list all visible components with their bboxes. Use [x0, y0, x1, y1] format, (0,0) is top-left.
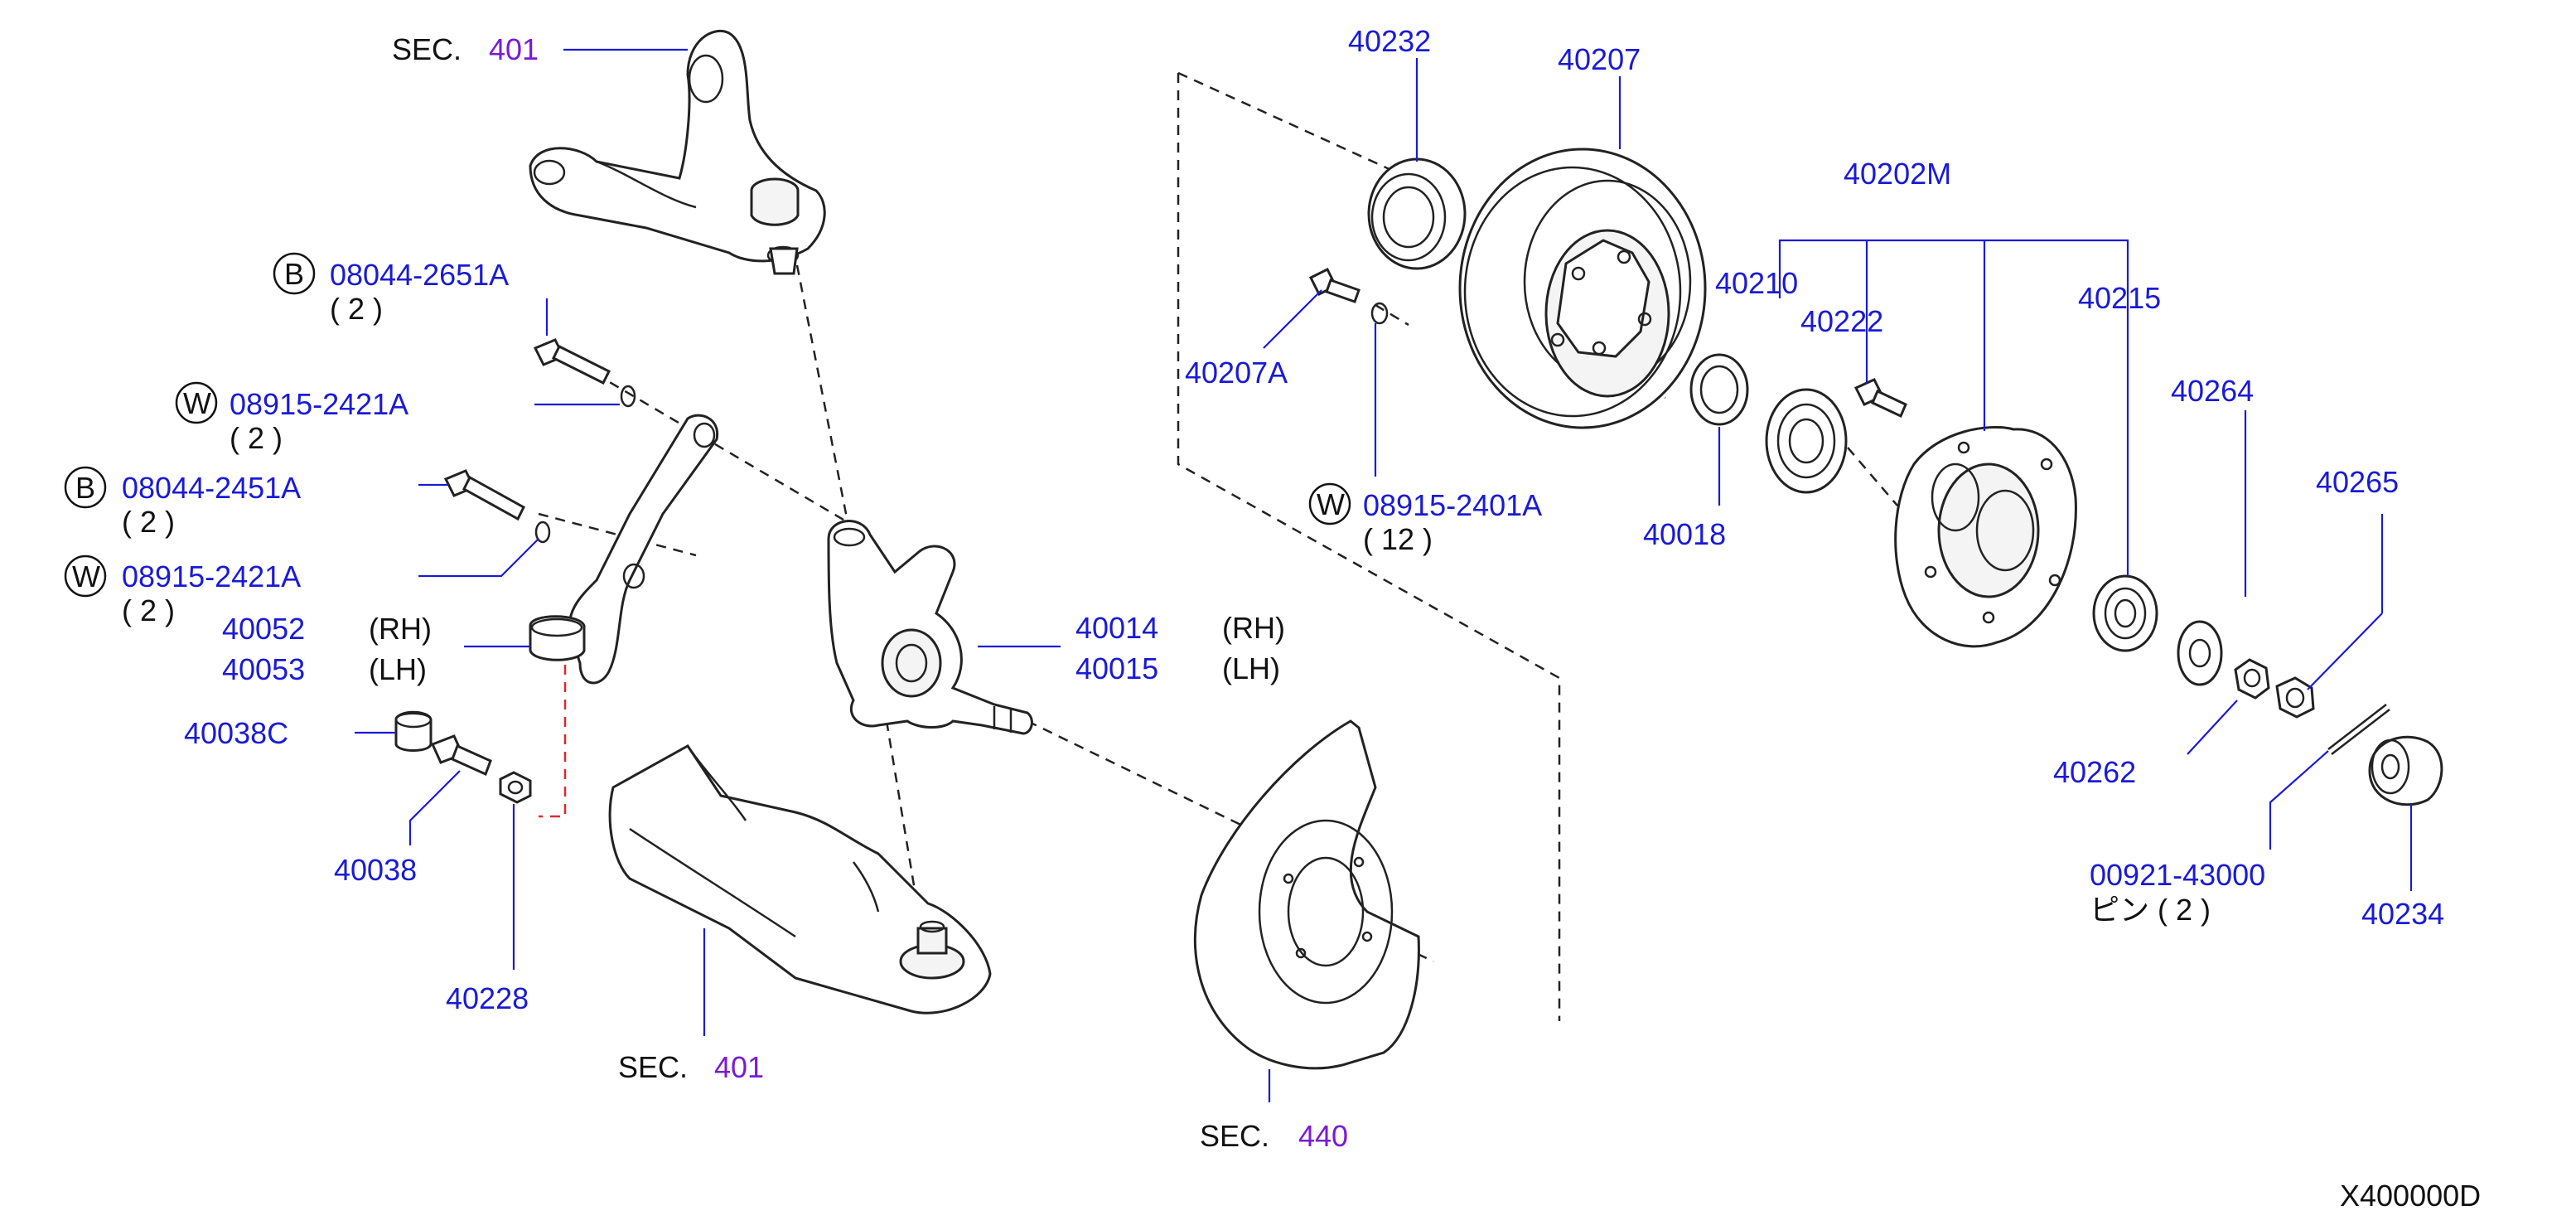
bushing-40038C: [394, 710, 433, 752]
bearing-40215: [2092, 574, 2158, 652]
sec-401-top-prefix: SEC.: [392, 32, 462, 66]
labels: SEC. 401 B 08044-2651A ( 2 ) W 08915-242…: [72, 24, 2481, 1213]
part-08044-2451A[interactable]: 08044-2451A: [122, 471, 301, 505]
side-40052: (RH): [369, 612, 432, 646]
washer-symbol-circle-1: [175, 381, 218, 424]
part-08915-2421A-b[interactable]: 08915-2421A: [122, 559, 301, 593]
steering-arm: [529, 414, 719, 685]
side-40014: (RH): [1222, 611, 1285, 645]
part-40232[interactable]: 40232: [1348, 24, 1431, 58]
wheel-hub: [1894, 426, 2077, 648]
bolt-symbol-circle-2: [64, 466, 107, 509]
disc-rotor: [1458, 148, 1707, 429]
part-40215[interactable]: 40215: [2078, 281, 2161, 315]
bolt-40207A-part: [1308, 267, 1360, 303]
cotter-pin: [2327, 704, 2390, 755]
washer-08915-2421A-part-b: [534, 521, 551, 544]
bolt-symbol-circle-1: [273, 252, 316, 295]
bearing-40018: [1689, 353, 1749, 426]
qty-08915-2421A-a: ( 2 ): [230, 421, 283, 455]
washer-symbol-w: W: [183, 386, 211, 420]
hub-bolt-40222: [1853, 378, 1907, 419]
qty-08915-2401A: ( 12 ): [1363, 522, 1433, 556]
part-40262[interactable]: 40262: [2053, 755, 2136, 789]
pin-qty-note: ピン ( 2 ): [2090, 893, 2211, 927]
hub-cap-40234: [2368, 735, 2443, 806]
part-00921-43000[interactable]: 00921-43000: [2090, 858, 2265, 892]
dust-shield: [1193, 719, 1420, 1070]
steering-knuckle: [827, 520, 1033, 735]
side-40015: (LH): [1222, 651, 1280, 685]
bolt-symbol-b-2: B: [75, 471, 95, 505]
part-40038C[interactable]: 40038C: [184, 716, 288, 750]
bearing-40210: [1765, 388, 1848, 494]
part-40038[interactable]: 40038: [334, 853, 417, 887]
washer-08915-2401A-part: [1370, 302, 1389, 325]
part-40207A[interactable]: 40207A: [1185, 356, 1288, 390]
washer-symbol-circle-3: [1308, 482, 1351, 525]
part-40222[interactable]: 40222: [1800, 304, 1883, 338]
part-08044-2651A[interactable]: 08044-2651A: [330, 258, 509, 292]
side-40053: (LH): [369, 652, 427, 686]
part-08915-2421A-a[interactable]: 08915-2421A: [230, 387, 408, 421]
leader-lines: [355, 48, 2413, 1102]
qty-08044-2651A: ( 2 ): [330, 292, 383, 326]
part-40265[interactable]: 40265: [2316, 465, 2399, 499]
grease-seal-40232: [1367, 157, 1467, 270]
sec-401-bottom-number[interactable]: 401: [714, 1050, 764, 1084]
part-40234[interactable]: 40234: [2361, 897, 2444, 931]
lock-cap-40265: [2275, 676, 2315, 719]
part-40015[interactable]: 40015: [1075, 651, 1158, 685]
bolt-symbol-b: B: [284, 257, 304, 291]
sec-401-top-number[interactable]: 401: [489, 32, 539, 66]
diagram-code: X400000D: [2340, 1179, 2481, 1213]
bolt-08044-2651A-part: [533, 338, 611, 385]
washer-08915-2421A-part-a: [620, 385, 636, 408]
part-40014[interactable]: 40014: [1075, 611, 1158, 645]
part-40207[interactable]: 40207: [1558, 42, 1641, 76]
part-40264[interactable]: 40264: [2171, 374, 2254, 408]
part-40052[interactable]: 40052: [222, 612, 305, 646]
nut-40262: [2234, 658, 2270, 700]
part-40202M[interactable]: 40202M: [1844, 157, 1951, 191]
lower-control-arm: [608, 744, 992, 1015]
qty-08044-2451A: ( 2 ): [122, 505, 175, 539]
bolt-08044-2451A-part: [443, 469, 525, 521]
qty-08915-2421A-b: ( 2 ): [122, 593, 175, 627]
sec-440-prefix: SEC.: [1200, 1119, 1269, 1153]
washer-40264: [2177, 620, 2223, 686]
part-40228[interactable]: 40228: [446, 981, 529, 1015]
part-40210[interactable]: 40210: [1715, 266, 1798, 300]
upper-control-arm: [529, 30, 826, 275]
part-40053[interactable]: 40053: [222, 652, 305, 686]
sec-440-number[interactable]: 440: [1298, 1119, 1348, 1153]
part-40018[interactable]: 40018: [1643, 517, 1726, 551]
washer-symbol-w-2: W: [72, 559, 100, 593]
washer-symbol-circle-2: [64, 554, 107, 598]
washer-symbol-w-3: W: [1317, 487, 1345, 521]
part-08915-2401A[interactable]: 08915-2401A: [1363, 488, 1542, 522]
sec-401-bottom-prefix: SEC.: [618, 1050, 688, 1084]
nut-40228: [499, 771, 532, 804]
bolt-40038: [430, 734, 492, 777]
